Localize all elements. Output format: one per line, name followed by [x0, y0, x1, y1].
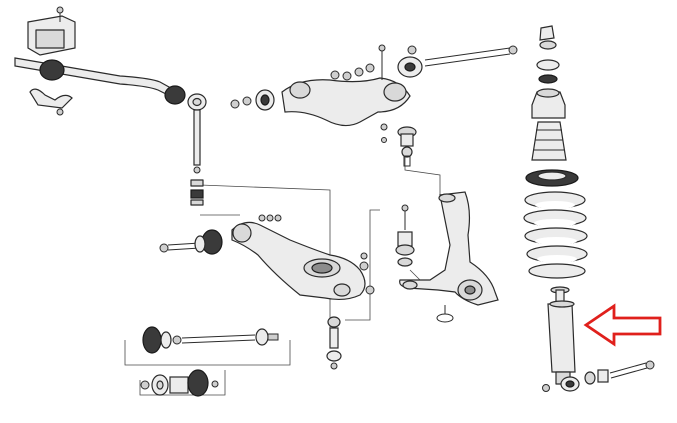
- lower-arm-front-bolt: [159, 229, 223, 255]
- coil-spring: [523, 191, 588, 279]
- stabilizer-link: [187, 93, 207, 206]
- upper-control-arm: [281, 77, 411, 127]
- steering-knuckle: [399, 191, 499, 306]
- lower-arm-hardware: [258, 214, 375, 295]
- long-bolt-set: [142, 326, 279, 354]
- lower-control-arm-assembly: [159, 214, 375, 370]
- bump-stop: [531, 121, 567, 161]
- lower-left-bushing-hardware: [140, 326, 279, 397]
- stabilizer-bushing: [39, 59, 186, 105]
- upper-arm-small-bushings: [230, 89, 275, 111]
- knuckle-nut: [436, 305, 454, 323]
- stabilizer-bar-assembly: [14, 6, 207, 206]
- upper-ball-joint: [380, 123, 417, 167]
- stabilizer-clamp: [29, 88, 73, 116]
- coil-spring-strut-assembly: [523, 25, 655, 392]
- spring-seat: [525, 169, 579, 187]
- upper-arm-bolts: [330, 44, 417, 81]
- outline-arrow-left-icon: [583, 303, 662, 347]
- steering-knuckle-assembly: [395, 191, 499, 323]
- lower-arm-mount: [326, 316, 342, 370]
- lower-control-arm: [231, 221, 366, 301]
- upper-arm-shaft: [397, 45, 518, 78]
- strut-top-hardware: [536, 25, 560, 84]
- strut-upper-mount: [531, 88, 566, 119]
- lower-ball-joint: [395, 204, 415, 267]
- stabilizer-bracket: [27, 6, 76, 56]
- upper-control-arm-assembly: [230, 44, 518, 167]
- short-bolt-set: [140, 369, 219, 397]
- shock-lower-hardware: [584, 360, 655, 385]
- shock-absorber: [542, 286, 580, 392]
